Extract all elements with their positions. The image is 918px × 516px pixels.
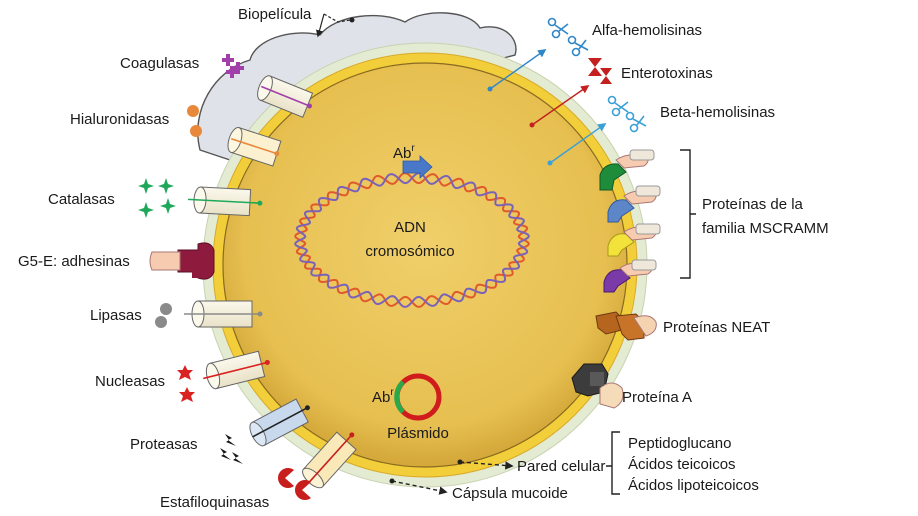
alpha-hemolysin-origin [487, 86, 493, 92]
staphylokinase-pacman-icon [278, 468, 311, 500]
channel-hyaluronidase [227, 126, 282, 167]
coagulases-label: Coagulasas [120, 55, 199, 72]
biofilm-label: Biopelícula [238, 6, 312, 23]
alpha-hemolysin-arrow [489, 49, 547, 90]
neat-protein [595, 311, 657, 341]
proteases-label: Proteasas [130, 436, 198, 453]
peptidoglycan-label: Peptidoglucano [628, 435, 731, 452]
plasmid-ab-sup: r [390, 387, 394, 398]
enterotoxins-label: Enterotoxinas [621, 65, 713, 82]
channel-nuclease [203, 350, 270, 390]
adhesins-label: G5-E: adhesinas [18, 253, 130, 270]
coagulase-plus-cluster-icon [222, 54, 244, 78]
lipoteichoic-acids-label: Ácidos lipoteicoicos [628, 477, 759, 494]
lipases-label: Lipasas [90, 307, 142, 324]
adhesin-g5e [149, 242, 215, 280]
enterotoxin-origin [529, 122, 535, 128]
channel-coagulase [257, 75, 314, 118]
dna-label-line2: cromosómico [365, 243, 454, 260]
plasmid-ab-text: Ab [372, 389, 390, 406]
mscramm-yellow-protein [607, 223, 661, 257]
cell-wall-pointer-dot [457, 459, 463, 465]
chromosome-ab-text: Ab [393, 145, 411, 162]
neat-proteins-label: Proteínas NEAT [663, 319, 770, 336]
enterotoxin-hourglass-icon [588, 58, 612, 84]
protein-a [571, 363, 624, 409]
mscramm-purple-protein [603, 259, 657, 293]
chromosome-resistance-label: Abr [393, 143, 415, 162]
channel-catalase [187, 186, 263, 217]
plasmid-resistance-segment [394, 380, 405, 414]
mscramm-label-line1: Proteínas de la [702, 196, 804, 213]
cell-wall-bracket [606, 431, 620, 495]
mscramm-bracket [680, 149, 696, 279]
resistance-arrow-icon [402, 155, 433, 179]
dna-strand-b [294, 172, 530, 308]
capsule-pointer [391, 480, 448, 495]
plasmid-label: Plásmido [387, 425, 449, 442]
beta-hemolysin-arrow [549, 123, 607, 164]
mscramm-label-line2: familia MSCRAMM [702, 220, 829, 237]
staphylokinases-label: Estafiloquinasas [160, 494, 269, 511]
chromosome-ab-sup: r [411, 143, 415, 154]
hyaluronidase-dots-icon [187, 105, 202, 137]
mscramm-green-protein [599, 149, 655, 191]
hyaluronidases-label: Hialuronidasas [70, 111, 169, 128]
nuclease-burst-star-icon [177, 365, 195, 402]
channel-lipase [184, 300, 263, 328]
catalases-label: Catalasas [48, 191, 115, 208]
plasmid-resistance-label: Abr [372, 387, 394, 406]
beta-hemolysins-label: Beta-hemolisinas [660, 104, 775, 121]
beta-hemolysin-origin [547, 160, 553, 166]
mucoid-capsule-label: Cápsula mucoide [452, 485, 568, 502]
capsule-pointer-dot [389, 478, 395, 484]
beta-hemolysin-scissors-icon [607, 95, 647, 133]
nucleases-label: Nucleasas [95, 373, 165, 390]
cell-wall-pointer [459, 461, 514, 470]
biofilm-pointer-dot [349, 17, 355, 23]
channel-protease [249, 398, 310, 447]
mscramm-blue-protein [607, 185, 661, 223]
biofilm-pointer [323, 13, 351, 23]
teichoic-acids-label: Ácidos teicoicos [628, 456, 736, 473]
protease-lightning-icon [220, 434, 243, 464]
biofilm-pointer-arrow [316, 13, 325, 38]
alpha-hemolysins-label: Alfa-hemolisinas [592, 22, 702, 39]
protein-a-label: Proteína A [622, 389, 692, 406]
enterotoxin-arrow [531, 85, 590, 126]
channel-staphylokinase [302, 431, 357, 489]
chromosomal-dna [294, 172, 530, 308]
cell-wall-label: Pared celular [517, 458, 605, 475]
dna-label-line1: ADN [394, 219, 426, 236]
lipase-dots-icon [155, 303, 172, 328]
alpha-hemolysin-scissors-icon [547, 17, 589, 57]
catalase-star-icon [138, 178, 176, 218]
